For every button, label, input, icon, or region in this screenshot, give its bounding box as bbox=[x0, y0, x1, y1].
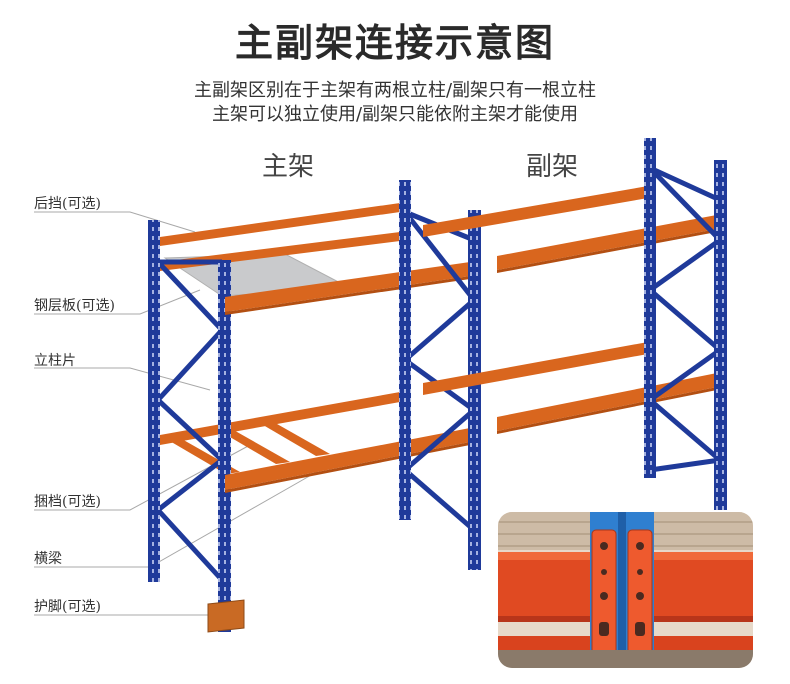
callout-back-guard: 后挡(可选) bbox=[34, 196, 101, 212]
subtitle-line-2: 主架可以独立使用/副架只能依附主架才能使用 bbox=[211, 104, 579, 125]
connection-detail-photo bbox=[498, 512, 753, 668]
callout-foot-guard: 护脚(可选) bbox=[34, 599, 101, 615]
sub-frame-label: 副架 bbox=[526, 152, 579, 182]
callout-steel-shelf: 钢层板(可选) bbox=[34, 298, 115, 314]
main-left-upright-frame bbox=[148, 220, 231, 632]
page-title: 主副架连接示意图 bbox=[234, 21, 555, 65]
leader-back-guard bbox=[34, 211, 196, 233]
main-back-beams bbox=[160, 203, 400, 445]
sub-frame-beams bbox=[423, 186, 722, 434]
callout-upright-frame: 立柱片 bbox=[34, 353, 76, 369]
foot-guard bbox=[207, 599, 245, 633]
callout-beam: 横梁 bbox=[34, 551, 62, 567]
subtitle-line-1: 主副架区别在于主架有两根立柱/副架只有一根立柱 bbox=[193, 80, 597, 101]
main-frame-label: 主架 bbox=[262, 152, 315, 182]
leader-upright-frame bbox=[34, 367, 211, 391]
leader-steel-shelf bbox=[34, 289, 201, 315]
callout-tie-bar: 捆档(可选) bbox=[34, 494, 101, 510]
sub-upright-frame bbox=[644, 138, 727, 510]
